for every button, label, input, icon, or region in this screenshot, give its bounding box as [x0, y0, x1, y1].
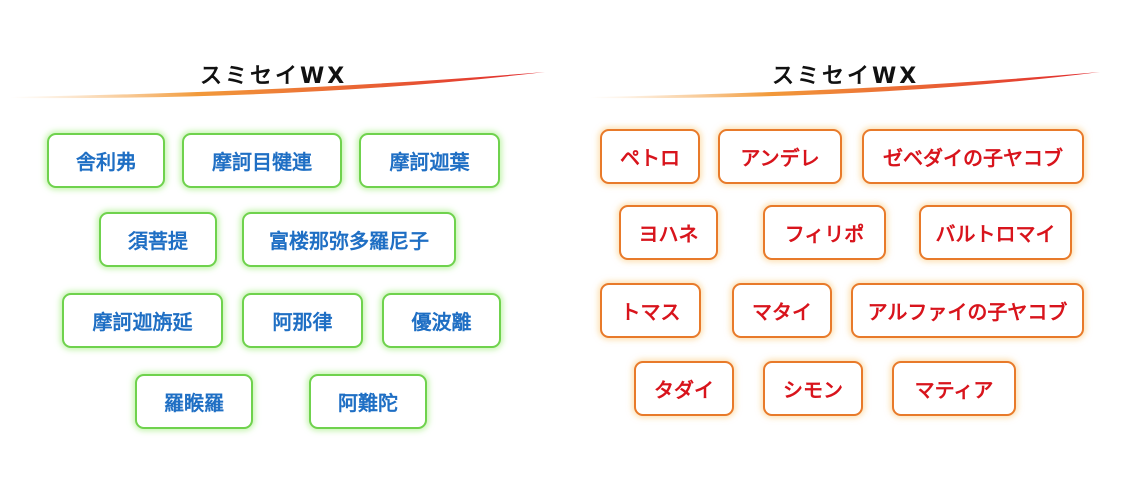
- tag-item: 阿那律: [242, 293, 363, 348]
- right-panel: スミセイWX ペトロ アンデレ ゼベダイの子ヤコブ ヨハネ フィリポ バルトロマ…: [560, 0, 1121, 491]
- tag-item: 優波離: [382, 293, 501, 348]
- tag-item: ヨハネ: [619, 205, 718, 260]
- tag-item: 須菩提: [99, 212, 217, 267]
- tag-item: 摩訶目犍連: [182, 133, 342, 188]
- title-swoosh-decoration: [590, 72, 1100, 99]
- left-panel: スミセイWX 舎利弗 摩訶目犍連 摩訶迦葉 須菩提 富楼那弥多羅尼子 摩訶迦旃延…: [0, 0, 560, 491]
- tag-item: マティア: [892, 361, 1016, 416]
- title-swoosh-decoration: [10, 72, 545, 99]
- panel-title: スミセイWX: [772, 64, 920, 89]
- tag-item: ゼベダイの子ヤコブ: [862, 129, 1084, 184]
- tag-item: トマス: [600, 283, 701, 338]
- tag-item: バルトロマイ: [919, 205, 1072, 260]
- tag-item: 摩訶迦旃延: [62, 293, 223, 348]
- tag-item: 阿難陀: [309, 374, 427, 429]
- tag-item: シモン: [763, 361, 863, 416]
- tag-item: 羅睺羅: [135, 374, 253, 429]
- tag-item: マタイ: [732, 283, 832, 338]
- panel-title: スミセイWX: [200, 64, 348, 89]
- tag-item: ペトロ: [600, 129, 700, 184]
- tag-item: アルファイの子ヤコブ: [851, 283, 1084, 338]
- tag-item: 舎利弗: [47, 133, 165, 188]
- tag-item: フィリポ: [763, 205, 886, 260]
- tag-item: 富楼那弥多羅尼子: [242, 212, 456, 267]
- tag-item: タダイ: [634, 361, 734, 416]
- tag-item: アンデレ: [718, 129, 842, 184]
- tag-item: 摩訶迦葉: [359, 133, 500, 188]
